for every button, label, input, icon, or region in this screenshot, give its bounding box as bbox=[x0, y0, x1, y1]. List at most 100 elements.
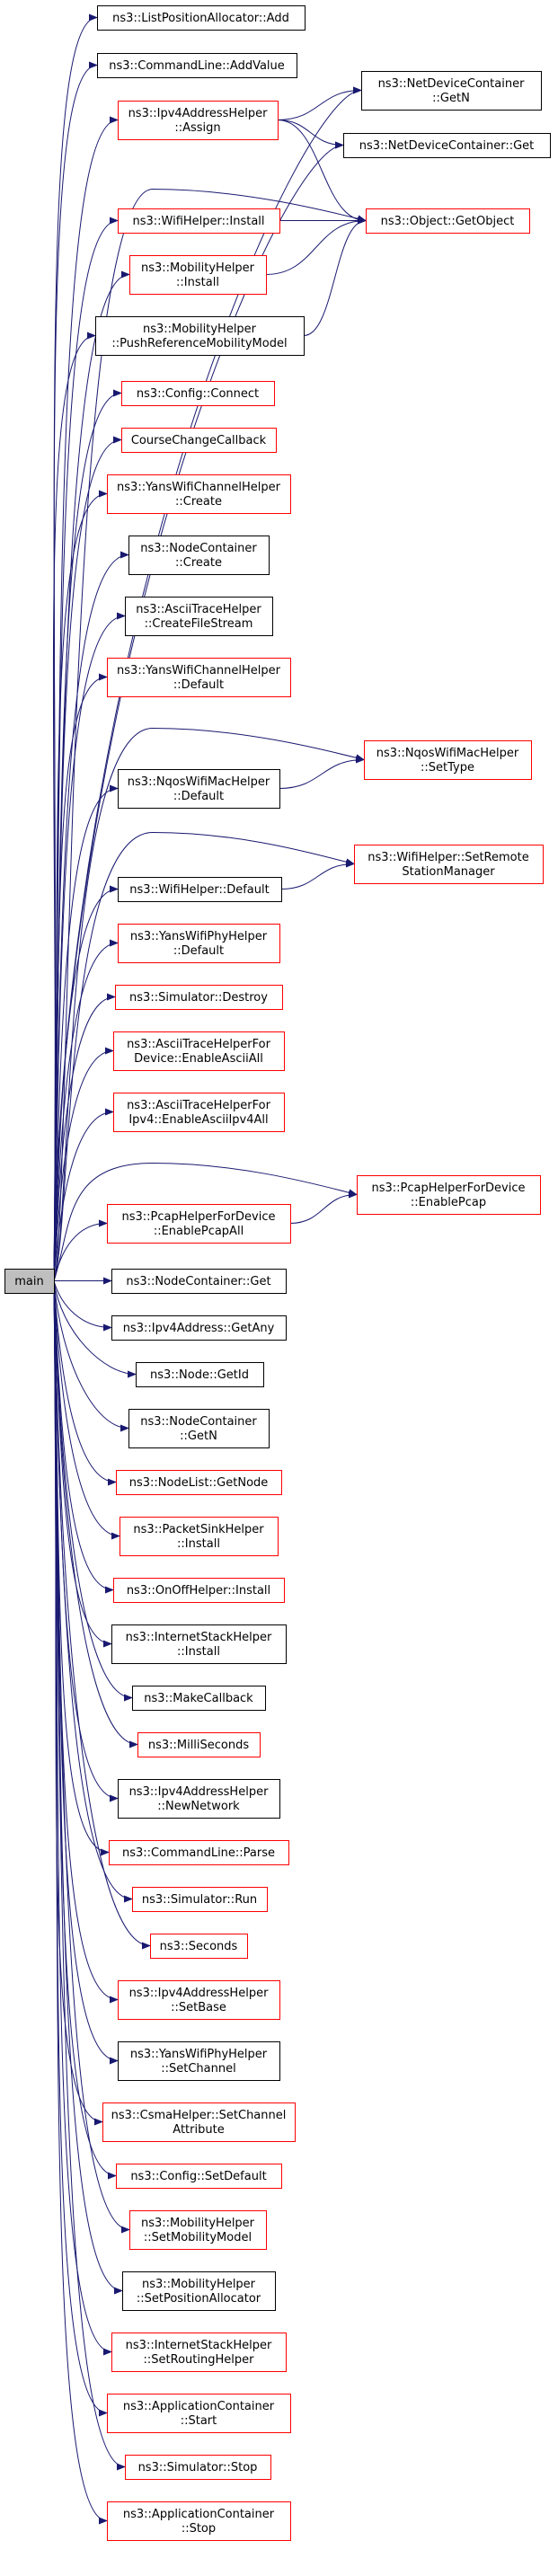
node-box bbox=[137, 1732, 261, 1757]
node-yanschan-default[interactable]: ns3::YansWifiChannelHelper::Default bbox=[107, 658, 291, 697]
node-wifi-default[interactable]: ns3::WifiHelper::Default bbox=[118, 877, 282, 902]
node-label-line: ::SetPositionAllocator bbox=[137, 2292, 261, 2306]
node-pcapdev-enableall[interactable]: ns3::PcapHelperForDevice::EnablePcapAll bbox=[107, 1204, 291, 1244]
node-object-getobject[interactable]: ns3::Object::GetObject bbox=[366, 208, 530, 234]
node-box bbox=[361, 71, 542, 111]
node-node-getid[interactable]: ns3::Node::GetId bbox=[136, 1362, 264, 1387]
edge-main-to-yansphy-default bbox=[53, 939, 119, 1281]
node-ascii-enableall[interactable]: ns3::AsciiTraceHelperForDevice::EnableAs… bbox=[113, 1031, 285, 1071]
node-label-line: ns3::YansWifiPhyHelper bbox=[130, 2048, 268, 2061]
node-box bbox=[113, 1031, 285, 1071]
node-yansphy-default[interactable]: ns3::YansWifiPhyHelper::Default bbox=[118, 924, 280, 963]
node-label-line: ns3::AsciiTraceHelper bbox=[136, 603, 261, 616]
node-cmd-addvalue[interactable]: ns3::CommandLine::AddValue bbox=[97, 53, 297, 78]
node-sim-stop[interactable]: ns3::Simulator::Stop bbox=[125, 2455, 271, 2480]
node-label-line: ns3::Ipv4AddressHelper bbox=[129, 1785, 270, 1799]
node-label-line: ns3::Ipv4AddressHelper bbox=[129, 1987, 270, 2000]
node-label-line: ns3::CommandLine::Parse bbox=[122, 1846, 275, 1860]
node-nodecont-get[interactable]: ns3::NodeContainer::Get bbox=[111, 1269, 287, 1294]
node-label-line: ::Default bbox=[173, 790, 224, 803]
node-seconds[interactable]: ns3::Seconds bbox=[150, 1934, 248, 1959]
node-ndc-getn[interactable]: ns3::NetDeviceContainer::GetN bbox=[361, 71, 542, 111]
node-label-line: ns3::WifiHelper::Default bbox=[129, 883, 269, 897]
node-nqos-default[interactable]: ns3::NqosWifiMacHelper::Default bbox=[118, 769, 280, 809]
node-label-line: ns3::Config::Connect bbox=[137, 387, 259, 401]
node-label-line: ns3::NodeContainer bbox=[140, 542, 257, 555]
node-yanschan-create[interactable]: ns3::YansWifiChannelHelper::Create bbox=[107, 474, 291, 514]
node-box bbox=[95, 316, 305, 356]
node-wifi-install[interactable]: ns3::WifiHelper::Install bbox=[118, 208, 280, 234]
node-pcapdev-enable[interactable]: ns3::PcapHelperForDevice::EnablePcap bbox=[357, 1175, 541, 1215]
node-label-line: Device::EnableAsciiAll bbox=[134, 1052, 263, 1066]
node-cmd-parse[interactable]: ns3::CommandLine::Parse bbox=[109, 1840, 289, 1865]
node-ipv4addr-setbase[interactable]: ns3::Ipv4AddressHelper::SetBase bbox=[118, 1980, 280, 2020]
node-course-change[interactable]: CourseChangeCallback bbox=[121, 428, 277, 453]
node-label-line: ns3::Ipv4AddressHelper bbox=[128, 107, 269, 120]
edge-main-to-ascii-enableall bbox=[53, 1047, 114, 1281]
node-ipv4-getany[interactable]: ns3::Ipv4Address::GetAny bbox=[111, 1315, 287, 1341]
node-box bbox=[343, 133, 551, 158]
node-label-line: ns3::YansWifiChannelHelper bbox=[117, 481, 281, 494]
node-label-line: ::Create bbox=[175, 495, 222, 509]
node-box bbox=[118, 1779, 280, 1819]
node-ascii-createfile[interactable]: ns3::AsciiTraceHelper::CreateFileStream bbox=[125, 597, 273, 636]
node-label-line: ns3::PcapHelperForDevice bbox=[122, 1210, 276, 1224]
node-appcont-start[interactable]: ns3::ApplicationContainer::Start bbox=[107, 2394, 291, 2433]
node-box bbox=[111, 1624, 287, 1664]
node-ascii-ipv4all[interactable]: ns3::AsciiTraceHelperForIpv4::EnableAsci… bbox=[113, 1093, 285, 1132]
node-box bbox=[366, 208, 530, 234]
node-label-line: ns3::NetDeviceContainer::Get bbox=[359, 139, 535, 153]
node-label-line: ::PushReferenceMobilityModel bbox=[111, 337, 287, 350]
node-box bbox=[364, 740, 532, 780]
node-label-line: ns3::Simulator::Destroy bbox=[129, 991, 268, 1005]
node-label-line: ::SetType bbox=[421, 761, 474, 775]
node-packetsink-install[interactable]: ns3::PacketSinkHelper::Install bbox=[120, 1517, 279, 1556]
node-onoff-install[interactable]: ns3::OnOffHelper::Install bbox=[113, 1578, 285, 1603]
node-label-line: ns3::MobilityHelper bbox=[142, 2278, 256, 2291]
node-box bbox=[357, 1175, 541, 1215]
node-label-line: ::EnablePcap bbox=[411, 1196, 486, 1209]
node-label-line: ::Install bbox=[177, 1537, 220, 1551]
node-mobility-setposalloc[interactable]: ns3::MobilityHelper::SetPositionAllocato… bbox=[122, 2271, 276, 2311]
node-ndc-get[interactable]: ns3::NetDeviceContainer::Get bbox=[343, 133, 551, 158]
node-nodecont-getn[interactable]: ns3::NodeContainer::GetN bbox=[128, 1409, 270, 1448]
node-mobility-pushref[interactable]: ns3::MobilityHelper::PushReferenceMobili… bbox=[95, 316, 305, 356]
node-config-connect[interactable]: ns3::Config::Connect bbox=[121, 381, 275, 406]
node-appcont-stop[interactable]: ns3::ApplicationContainer::Stop bbox=[107, 2501, 291, 2541]
node-box bbox=[111, 1269, 287, 1294]
node-ipv4addr-newnet[interactable]: ns3::Ipv4AddressHelper::NewNetwork bbox=[118, 1779, 280, 1819]
node-mobility-install[interactable]: ns3::MobilityHelper::Install bbox=[129, 255, 267, 295]
edge-main-to-pcapdev-enable bbox=[53, 1162, 358, 1281]
edge-main-to-ascii-createfile bbox=[53, 612, 126, 1281]
node-label-line: ns3::NqosWifiMacHelper bbox=[376, 747, 519, 760]
node-label-line: ns3::CommandLine::AddValue bbox=[109, 59, 285, 73]
edge-main-to-packetsink-install bbox=[53, 1280, 120, 1540]
edge-main-to-node-getid bbox=[53, 1280, 137, 1378]
node-box bbox=[118, 877, 282, 902]
node-label-line: ns3::Simulator::Run bbox=[142, 1893, 257, 1907]
node-box bbox=[122, 2271, 276, 2311]
node-config-setdefault[interactable]: ns3::Config::SetDefault bbox=[116, 2164, 282, 2189]
node-main[interactable]: main bbox=[4, 1269, 55, 1294]
node-label-line: main bbox=[14, 1275, 43, 1288]
edge-main-to-yanschan-default bbox=[53, 673, 108, 1281]
node-box bbox=[118, 2041, 280, 2081]
node-nodecont-create[interactable]: ns3::NodeContainer::Create bbox=[128, 536, 270, 575]
node-inetstack-setrouting[interactable]: ns3::InternetStackHelper::SetRoutingHelp… bbox=[111, 2333, 287, 2372]
node-nodelist-getnode[interactable]: ns3::NodeList::GetNode bbox=[116, 1470, 282, 1495]
node-label-line: ns3::ApplicationContainer bbox=[123, 2400, 275, 2413]
node-makecallback[interactable]: ns3::MakeCallback bbox=[132, 1686, 266, 1711]
node-listpos-add[interactable]: ns3::ListPositionAllocator::Add bbox=[97, 5, 306, 31]
node-nqos-settype[interactable]: ns3::NqosWifiMacHelper::SetType bbox=[364, 740, 532, 780]
node-ipv4addr-assign[interactable]: ns3::Ipv4AddressHelper::Assign bbox=[118, 101, 279, 140]
node-inetstack-install[interactable]: ns3::InternetStackHelper::Install bbox=[111, 1624, 287, 1664]
node-milliseconds[interactable]: ns3::MilliSeconds bbox=[137, 1732, 261, 1757]
node-box bbox=[136, 1362, 264, 1387]
node-sim-destroy[interactable]: ns3::Simulator::Destroy bbox=[115, 985, 283, 1010]
node-sim-run[interactable]: ns3::Simulator::Run bbox=[132, 1887, 268, 1912]
node-mobility-setmodel[interactable]: ns3::MobilityHelper::SetMobilityModel bbox=[129, 2210, 267, 2250]
node-yansphy-setchannel[interactable]: ns3::YansWifiPhyHelper::SetChannel bbox=[118, 2041, 280, 2081]
edge-ipv4addr-assign-to-ndc-getn bbox=[277, 86, 362, 120]
